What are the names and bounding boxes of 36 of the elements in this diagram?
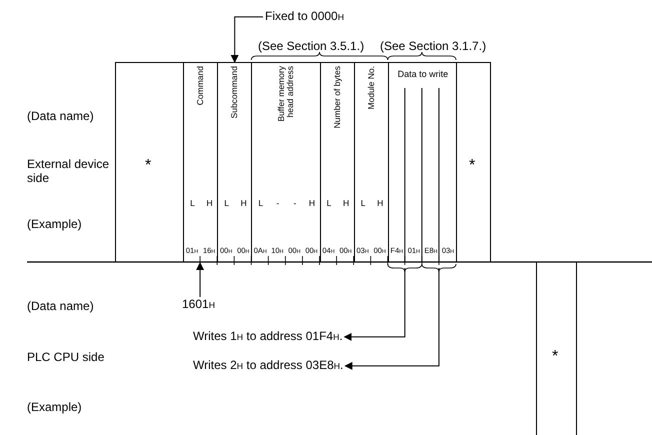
byte-order-letter: H	[376, 198, 384, 208]
byte-order-letter: L	[189, 198, 196, 208]
byte-order-letter: -	[275, 198, 280, 208]
column-heading: Command	[194, 66, 206, 108]
byte-order-letter: H	[342, 198, 350, 208]
label-text: (Data name)	[27, 110, 94, 124]
lower-frame-column	[536, 262, 577, 435]
asterisk-mark: *	[552, 348, 558, 366]
arrow	[344, 268, 440, 370]
label-text: External device side	[27, 158, 110, 186]
frame-column	[115, 62, 184, 262]
byte-order-letter: -	[292, 198, 298, 208]
label-text: (See Section 3.5.1.)	[258, 40, 364, 54]
arrow	[344, 268, 406, 341]
byte-order-letter: H	[206, 198, 214, 208]
frame-column	[456, 62, 491, 262]
label-text: (Example)	[27, 401, 82, 415]
arrow	[196, 262, 204, 298]
byte-order-letter: L	[360, 198, 367, 208]
byte-order-letter: L	[326, 198, 332, 208]
arrow	[230, 16, 264, 63]
column-heading: Buffer memory head address	[275, 66, 296, 124]
column-heading: Number of bytes	[330, 66, 343, 130]
byte-order-letter: L	[257, 198, 264, 208]
column-heading: Subcommand	[228, 66, 241, 120]
label-text: (See Section 3.1.7.)	[380, 40, 486, 54]
column-heading: Data to write	[396, 69, 450, 80]
label-text: PLC CPU side	[27, 351, 104, 365]
asterisk-mark: *	[469, 157, 476, 176]
label-text: (Data name)	[27, 300, 94, 314]
byte-order-letter: H	[240, 198, 248, 208]
byte-order-letter: H	[308, 198, 316, 208]
label-text: (Example)	[27, 218, 82, 232]
column-heading: Module No.	[365, 66, 378, 112]
asterisk-mark: *	[145, 157, 152, 176]
byte-order-letter: L	[223, 198, 230, 208]
